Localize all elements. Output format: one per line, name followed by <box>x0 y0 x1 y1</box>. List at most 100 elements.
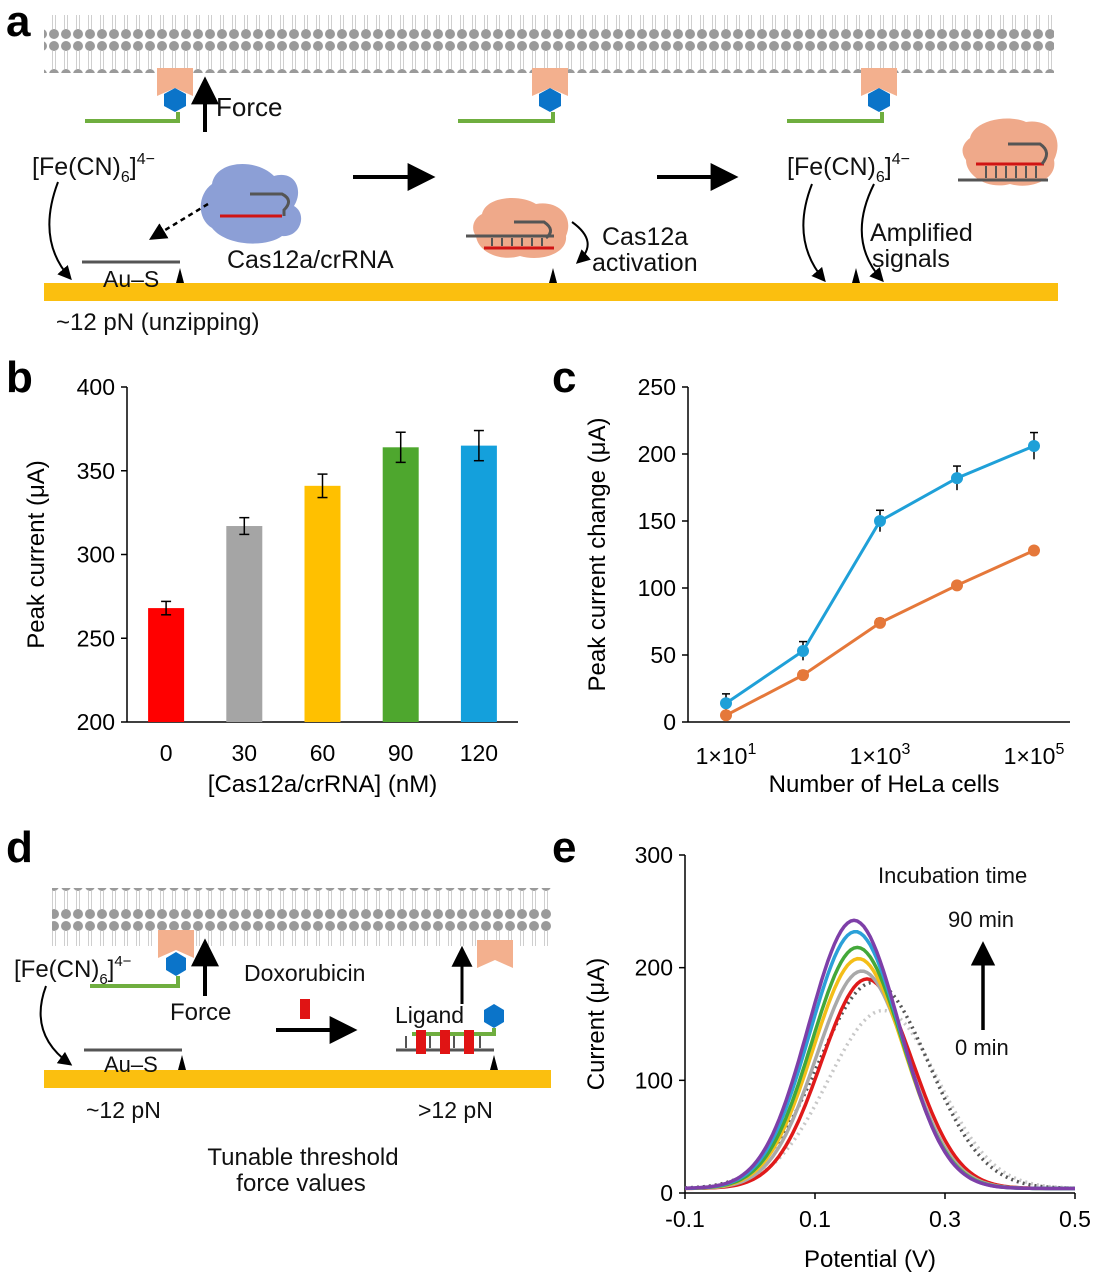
y-tick-label: 0 <box>660 1180 673 1206</box>
intercalated-doxorubicin <box>440 1030 450 1054</box>
y-tick-label: 200 <box>77 709 115 735</box>
voltammogram-curve <box>684 980 1075 1190</box>
y-tick-label: 400 <box>77 374 115 400</box>
panel-label-a: a <box>6 0 31 46</box>
y-axis-label: Current (μA) <box>583 958 610 1091</box>
bar <box>460 445 497 722</box>
right-force-label: >12 pN <box>418 1097 493 1123</box>
electron-transfer-arrow-right-1 <box>802 183 826 283</box>
anchor-icon <box>490 1055 498 1070</box>
series-line <box>725 549 1035 717</box>
electron-transfer-arrow-right-2 <box>860 183 884 283</box>
y-tick-label: 150 <box>638 508 676 534</box>
gold-electrode <box>44 283 1058 301</box>
x-tick-label: 90 <box>388 740 414 766</box>
incubation-bottom-label: 0 min <box>955 1035 1009 1060</box>
electron-transfer-arrow-d <box>39 985 73 1066</box>
y-tick-label: 200 <box>635 955 673 981</box>
y-tick-label: 100 <box>635 1067 673 1093</box>
doxorubicin-label: Doxorubicin <box>244 960 365 986</box>
y-axis-label: Peak current (μA) <box>23 460 50 649</box>
au-s-label-d: Au–S <box>104 1052 158 1077</box>
x-tick-base: 1×10 <box>696 743 748 769</box>
anchor-icon <box>176 268 184 283</box>
incubation-top-label: 90 min <box>948 907 1014 932</box>
receptor-complex-3 <box>787 68 897 123</box>
binding-dashed-arrow <box>149 202 209 240</box>
ligand-hexagon <box>484 1004 504 1028</box>
panel-label-d: d <box>6 823 33 872</box>
x-tick-exp: 1 <box>747 741 756 758</box>
x-tick-base: 1×10 <box>1004 743 1056 769</box>
anchor-icon <box>549 268 557 283</box>
crrna-hairpin <box>250 192 290 216</box>
base-pairs-right <box>985 166 1037 178</box>
y-tick-label: 0 <box>663 709 676 735</box>
panel-label-e: e <box>552 823 576 872</box>
bar <box>304 485 341 722</box>
panel-a: a Force [Fe(CN)6]4− Au–S <box>6 0 1058 336</box>
cas12a-crrna-label: Cas12a/crRNA <box>227 246 394 274</box>
incubation-title: Incubation time <box>878 863 1027 888</box>
x-tick-label: 0 <box>160 740 173 766</box>
cell-membrane-d <box>52 888 552 946</box>
data-point <box>797 644 809 657</box>
voltammogram-curve <box>684 918 1075 1191</box>
x-tick-base: 1×10 <box>850 743 902 769</box>
y-axis-label: Peak current change (μA) <box>584 418 611 692</box>
y-tick-label: 100 <box>638 575 676 601</box>
data-point <box>874 616 886 629</box>
bar <box>148 608 185 722</box>
anchor-icon <box>178 1055 186 1070</box>
au-s-label: Au–S <box>103 266 159 292</box>
bar <box>382 447 419 722</box>
base-pairs-middle <box>491 238 543 246</box>
doxorubicin-icon <box>300 999 310 1019</box>
panel-d: d Force [Fe(CN)6]4− Au–S Doxorubicin Lig… <box>6 823 552 1197</box>
x-tick-label: 1×105 <box>1004 741 1065 769</box>
threshold-label: ~12 pN (unzipping) <box>56 309 259 336</box>
x-axis-label: Number of HeLa cells <box>769 771 1000 798</box>
intercalated-doxorubicin <box>416 1030 426 1054</box>
y-tick-label: 350 <box>77 458 115 484</box>
y-tick-label: 250 <box>77 625 115 651</box>
caption-line1: Tunable threshold <box>207 1144 398 1171</box>
amplified-line1: Amplified <box>870 219 973 247</box>
voltammogram-curve <box>685 956 1075 1191</box>
left-force-label: ~12 pN <box>86 1097 161 1123</box>
cas12a-active-middle <box>473 198 569 258</box>
y-tick-label: 50 <box>650 642 676 668</box>
receptor-complex-2 <box>458 68 568 123</box>
ferrocyanide-label: [Fe(CN)6]4− <box>32 151 155 186</box>
data-point <box>720 697 732 710</box>
gold-electrode-d <box>44 1070 551 1088</box>
force-label-d: Force <box>170 999 231 1026</box>
activation-arrow <box>571 221 591 264</box>
x-tick-label: 30 <box>232 740 258 766</box>
ferrocyanide-label-d: [Fe(CN)6]4− <box>14 953 132 988</box>
receptor-d-right <box>477 940 513 968</box>
panel-e-voltammogram: e Incubation time 90 min 0 min 0 100 200 30… <box>552 823 1091 1273</box>
data-point <box>951 472 963 485</box>
y-tick-label: 250 <box>638 374 676 400</box>
x-tick-label: -0.1 <box>665 1206 705 1232</box>
y-tick-label: 300 <box>77 542 115 568</box>
x-tick-label: 1×103 <box>850 741 911 769</box>
data-point <box>1028 544 1040 557</box>
base-pairs-d <box>405 1036 481 1048</box>
cas12a-active-right <box>962 118 1058 186</box>
voltammogram-curve <box>684 1008 1076 1190</box>
data-point <box>951 579 963 592</box>
receptor-complex-1 <box>85 68 193 123</box>
force-label: Force <box>216 92 282 122</box>
ferrocyanide-label-right: [Fe(CN)6]4− <box>787 151 910 186</box>
panel-label-c: c <box>552 353 576 402</box>
x-tick-label: 0.3 <box>929 1206 961 1232</box>
x-tick-exp: 5 <box>1055 741 1064 758</box>
cas12a-inactive <box>200 164 302 244</box>
electron-transfer-arrow-left <box>48 181 72 281</box>
y-tick-label: 300 <box>635 842 673 868</box>
x-axis-label: Potential (V) <box>804 1246 936 1273</box>
voltammogram-curve <box>684 929 1075 1191</box>
